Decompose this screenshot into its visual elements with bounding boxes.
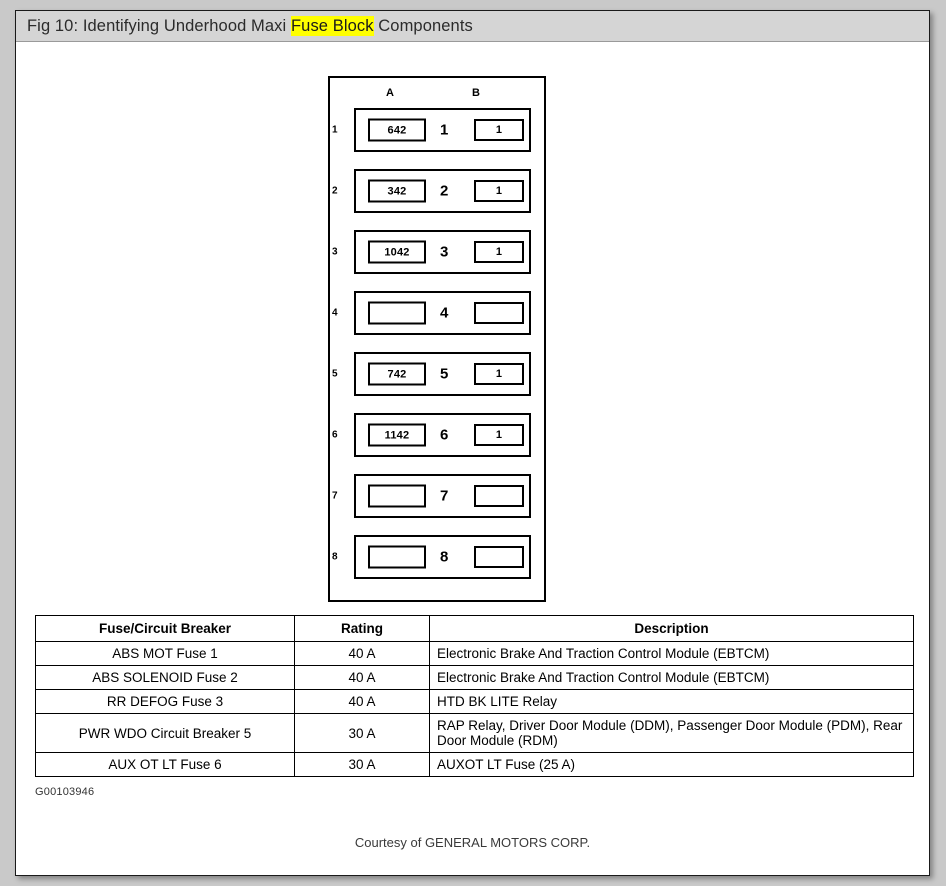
- column-header-a: A: [386, 87, 394, 99]
- cell-description: RAP Relay, Driver Door Module (DDM), Pas…: [429, 713, 914, 753]
- fuse-cavity: 342 2 1: [354, 169, 531, 213]
- column-header-fuse: Fuse/Circuit Breaker: [35, 615, 295, 642]
- fuse-slot-b: [474, 546, 524, 568]
- title-highlight: Fuse Block: [290, 15, 374, 36]
- fuse-slot-a: [368, 301, 426, 325]
- fuse-row-number: 7: [440, 487, 449, 505]
- fuse-cavity: 742 5 1: [354, 352, 531, 396]
- cell-fuse-name: AUX OT LT Fuse 6: [35, 752, 295, 777]
- fuse-row: 2 342 2 1: [332, 169, 531, 213]
- fuse-slot-a: [368, 545, 426, 569]
- fuse-slot-b: 1: [474, 363, 524, 385]
- cell-fuse-name: ABS MOT Fuse 1: [35, 641, 295, 666]
- column-header-rating: Rating: [294, 615, 430, 642]
- cell-fuse-name: RR DEFOG Fuse 3: [35, 689, 295, 714]
- fuse-row-number: 4: [440, 304, 449, 322]
- fuse-row-index: 4: [332, 307, 338, 319]
- fuse-slot-a: 642: [368, 118, 426, 142]
- fuse-slot-b: [474, 302, 524, 324]
- fuse-slot-b: 1: [474, 180, 524, 202]
- document-card: Fig 10: Identifying Underhood Maxi Fuse …: [15, 10, 930, 876]
- fuse-slot-a: 742: [368, 362, 426, 386]
- table-header: Fuse/Circuit Breaker Rating Description: [35, 615, 914, 642]
- courtesy-label: Courtesy of GENERAL MOTORS CORP.: [354, 835, 591, 850]
- fuse-slot-a: 342: [368, 179, 426, 203]
- cell-rating: 40 A: [294, 689, 430, 714]
- fuse-slot-a: 1142: [368, 423, 426, 447]
- fuse-row: 6 1142 6 1: [332, 413, 531, 457]
- figure-title-bar: Fig 10: Identifying Underhood Maxi Fuse …: [16, 11, 929, 42]
- cell-description: Electronic Brake And Traction Control Mo…: [429, 641, 914, 666]
- title-prefix: Fig 10: Identifying Underhood Maxi: [27, 16, 291, 35]
- fuse-cavity: 1042 3 1: [354, 230, 531, 274]
- fuse-row-number: 6: [440, 426, 449, 444]
- fuse-row-number: 5: [440, 365, 449, 383]
- fuse-slot-b: 1: [474, 424, 524, 446]
- fuse-row-index: 3: [332, 246, 338, 258]
- title-suffix: Components: [373, 16, 473, 35]
- cell-rating: 40 A: [294, 641, 430, 666]
- fuse-row: 5 742 5 1: [332, 352, 531, 396]
- fuse-slot-b: 1: [474, 241, 524, 263]
- fuse-slot-b: [474, 485, 524, 507]
- column-header-b: B: [472, 87, 480, 99]
- fuse-specification-table: Fuse/Circuit Breaker Rating Description …: [35, 615, 914, 777]
- fuse-row: 3 1042 3 1: [332, 230, 531, 274]
- fuse-row-index: 5: [332, 368, 338, 380]
- fuse-cavity: 8: [354, 535, 531, 579]
- cell-description: Electronic Brake And Traction Control Mo…: [429, 665, 914, 690]
- fuse-row-number: 8: [440, 548, 449, 566]
- fuse-cavity: 1142 6 1: [354, 413, 531, 457]
- fuse-cavity: 642 1 1: [354, 108, 531, 152]
- cell-rating: 30 A: [294, 713, 430, 753]
- cell-rating: 30 A: [294, 752, 430, 777]
- fuse-cavity: 7: [354, 474, 531, 518]
- cell-fuse-name: ABS SOLENOID Fuse 2: [35, 665, 295, 690]
- fuse-row-index: 7: [332, 490, 338, 502]
- fuse-row-index: 6: [332, 429, 338, 441]
- table-header-row: Fuse/Circuit Breaker Rating Description: [35, 615, 914, 642]
- fuse-row-index: 2: [332, 185, 338, 197]
- fuse-row-number: 3: [440, 243, 449, 261]
- cell-rating: 40 A: [294, 665, 430, 690]
- fuse-row-index: 1: [332, 124, 338, 136]
- fuse-cavity: 4: [354, 291, 531, 335]
- fuse-row-number: 2: [440, 182, 449, 200]
- fuse-row: 1 642 1 1: [332, 108, 531, 152]
- fuse-row-index: 8: [332, 551, 338, 563]
- figure-code-label: G00103946: [35, 786, 95, 798]
- page-title: Fig 10: Identifying Underhood Maxi Fuse …: [27, 15, 473, 36]
- cell-description: AUXOT LT Fuse (25 A): [429, 752, 914, 777]
- cell-fuse-name: PWR WDO Circuit Breaker 5: [35, 713, 295, 753]
- fuse-slot-a: 1042: [368, 240, 426, 264]
- fuse-slot-b: 1: [474, 119, 524, 141]
- cell-description: HTD BK LITE Relay: [429, 689, 914, 714]
- fuse-slot-a: [368, 484, 426, 508]
- fuse-row-number: 1: [440, 121, 449, 139]
- column-header-description: Description: [429, 615, 914, 642]
